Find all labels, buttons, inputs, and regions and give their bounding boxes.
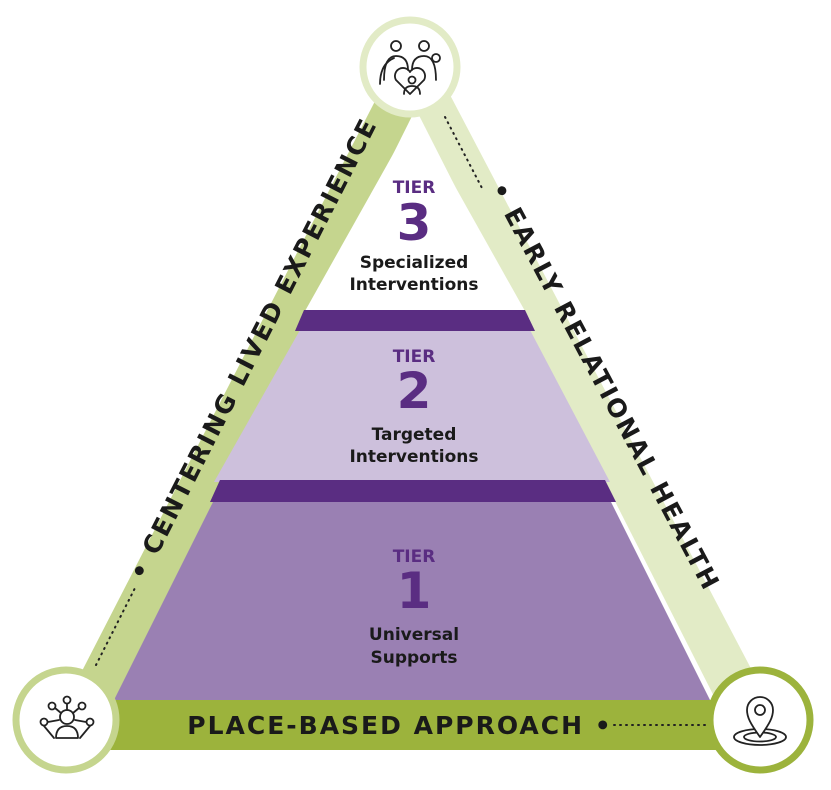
- tier-3-desc-line2: Interventions: [349, 275, 478, 295]
- location-pin-icon: [733, 696, 787, 746]
- tier-1-desc-line1: Universal: [369, 625, 459, 645]
- family-heart-icon: [379, 40, 441, 95]
- bottom-right-node: [706, 666, 814, 774]
- tier-1-desc-line2: Supports: [371, 648, 458, 668]
- right-side-band: [397, 72, 778, 720]
- tier-2-desc-line1: Targeted: [372, 425, 457, 445]
- right-dotted-connector: [444, 116, 484, 191]
- tier-3-desc-line1: Specialized: [360, 253, 469, 273]
- tier-1-region: [114, 500, 710, 700]
- tier-2-number: 2: [397, 362, 432, 420]
- tier-divider-lower: [210, 480, 616, 502]
- tier-3-region: [300, 115, 530, 320]
- tier-2-desc-line2: Interventions: [349, 447, 478, 467]
- tier-1-number: 1: [397, 562, 432, 620]
- tier-divider-upper: [295, 310, 535, 331]
- community-network-icon: [39, 695, 95, 739]
- left-dotted-connector: [95, 585, 137, 666]
- tier-3-label: TIER: [393, 178, 436, 198]
- left-side-band: [64, 72, 434, 706]
- bottom-left-node: [12, 666, 120, 774]
- tier-2-region: [214, 330, 610, 482]
- tier-2-label: TIER: [393, 347, 436, 367]
- top-node: [359, 16, 461, 118]
- tier-3-number: 3: [397, 194, 432, 252]
- tier-1-label: TIER: [393, 547, 436, 567]
- base-label: PLACE-BASED APPROACH •: [187, 711, 612, 740]
